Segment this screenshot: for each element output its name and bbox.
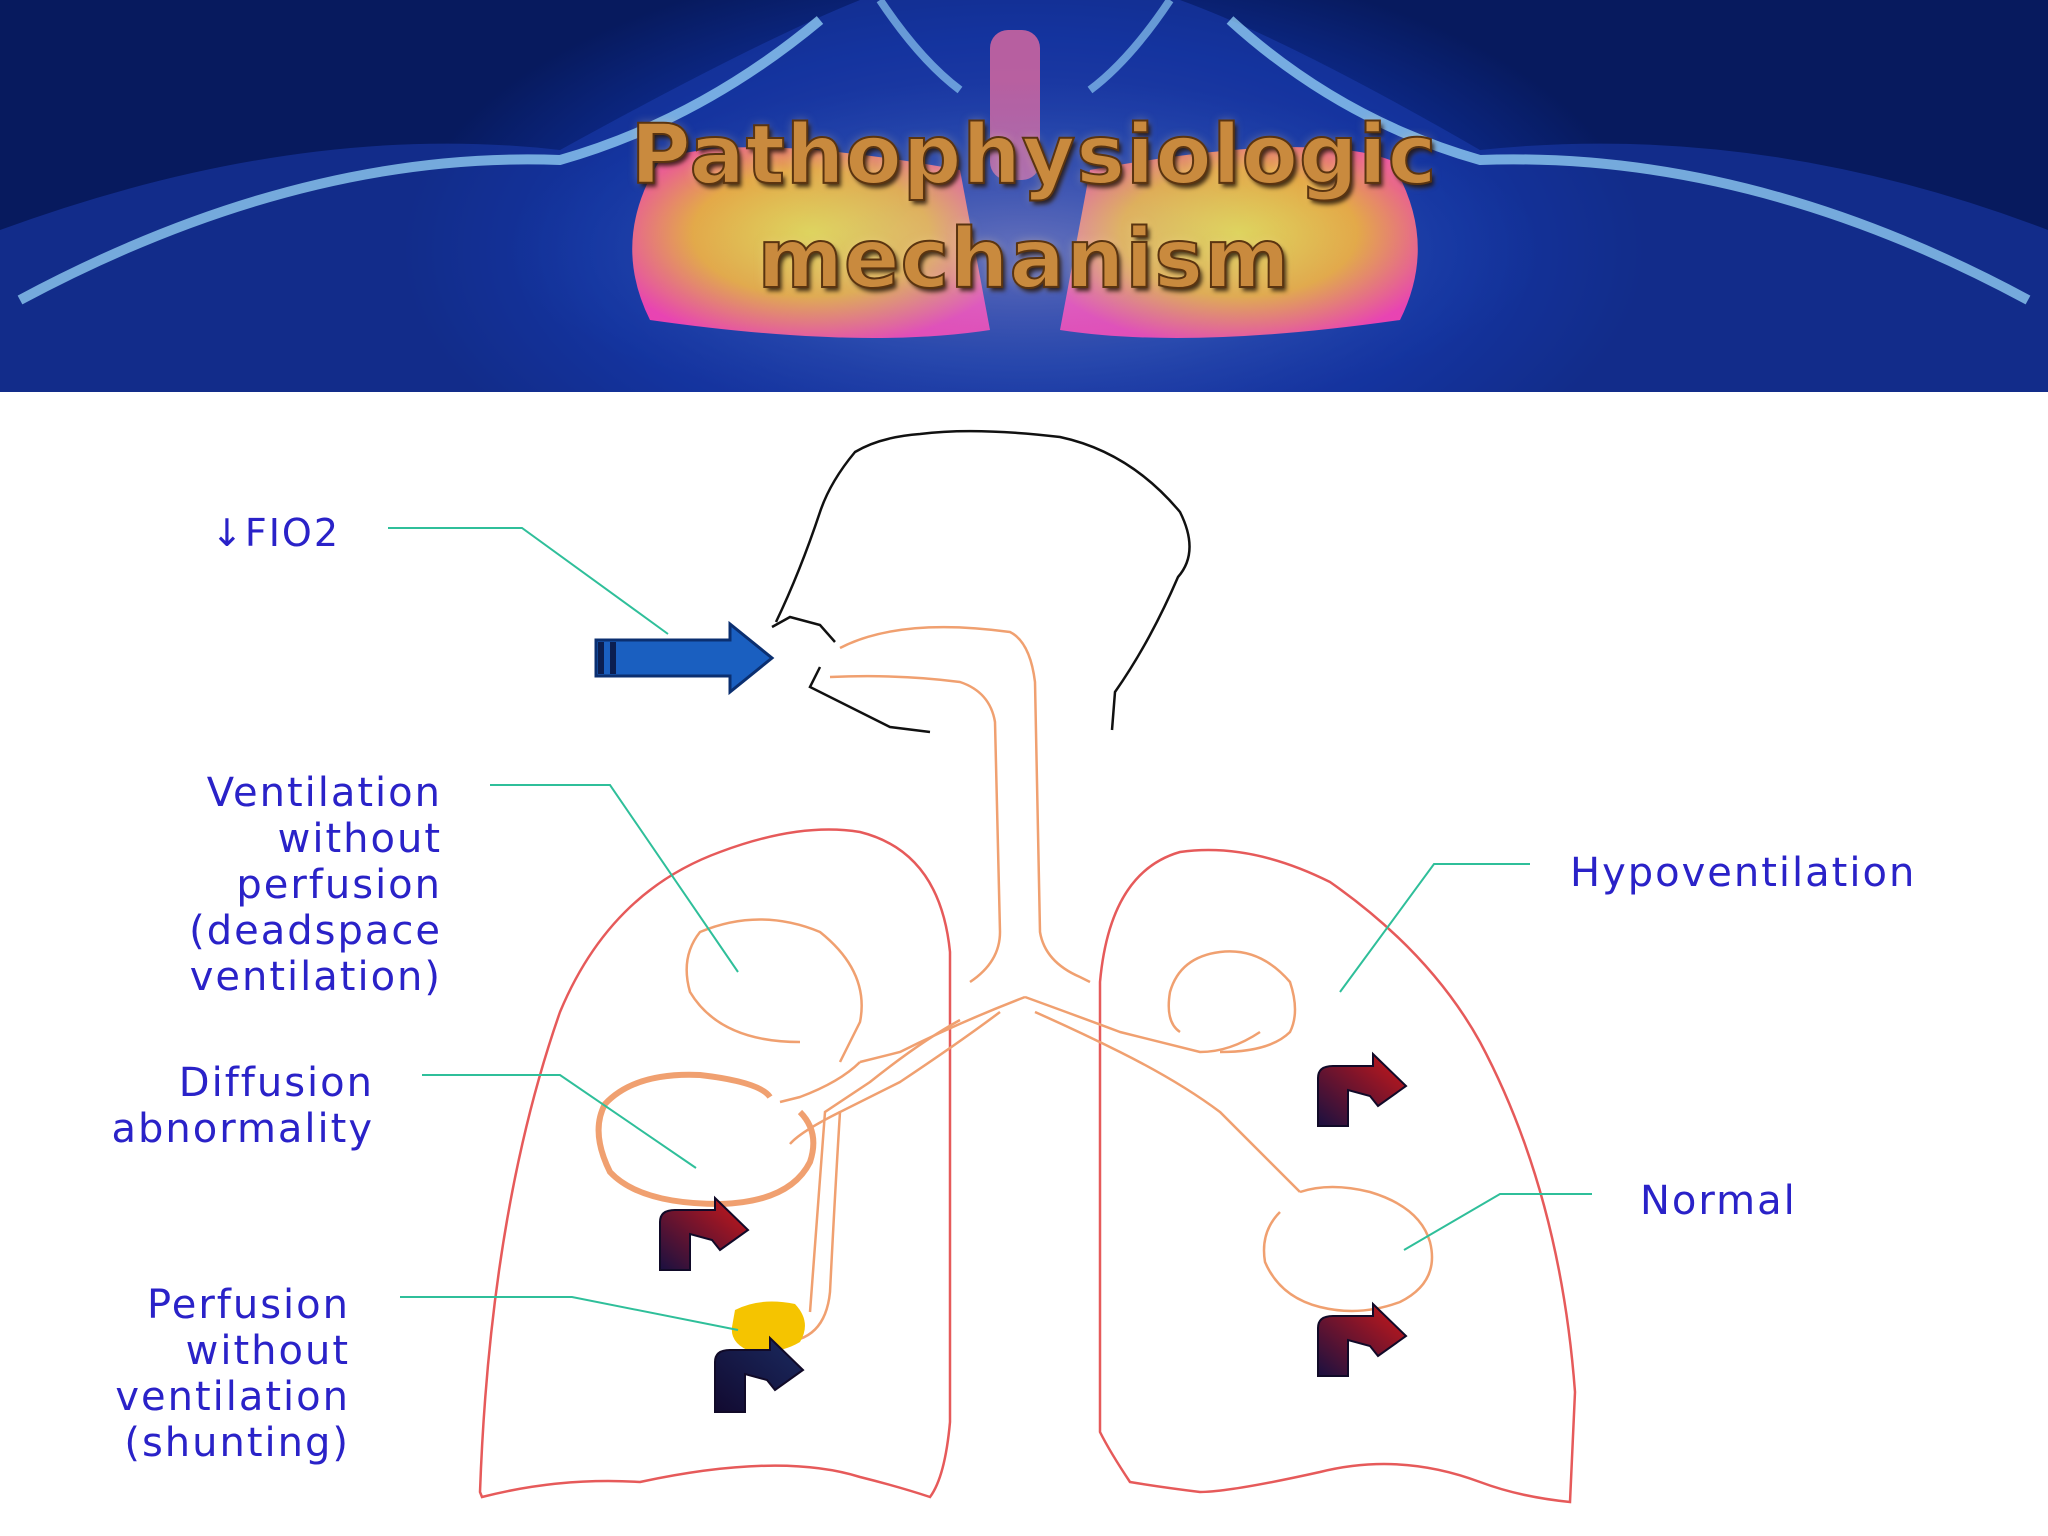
respiratory-diagram: [388, 429, 1592, 1504]
title-banner: Pathophysiologic mechanism: [0, 0, 2048, 392]
banner-title-line-2: mechanism: [756, 211, 1291, 308]
banner-title-line-1: Pathophysiologic: [630, 107, 1438, 204]
da-line-2: abnormality: [111, 1106, 374, 1152]
pwv-line-4: (shunting): [124, 1420, 350, 1466]
vwp-line-2: without: [277, 816, 442, 862]
label-normal: Normal: [1640, 1178, 1797, 1224]
da-line-1: Diffusion: [178, 1060, 374, 1106]
airway-tree: [685, 625, 1434, 1344]
right-lung-outline: [1098, 848, 1577, 1504]
label-fio2: ↓FIO2: [211, 511, 340, 555]
diffusion-alveolus: [595, 1071, 817, 1208]
label-perfusion-without-ventilation: Perfusion without ventilation (shunting): [30, 1282, 350, 1466]
vwp-line-1: Ventilation: [206, 770, 442, 816]
vwp-line-5: ventilation): [189, 954, 442, 1000]
pwv-line-3: ventilation: [115, 1374, 350, 1420]
label-diffusion-abnormality: Diffusion abnormality: [30, 1060, 374, 1152]
label-hypoventilation: Hypoventilation: [1570, 850, 1917, 896]
leader-lines: [388, 527, 1592, 1331]
head-outline: [771, 429, 1191, 734]
shunt-blob: [731, 1301, 805, 1353]
torso-illustration: [0, 0, 2048, 392]
inflow-arrow: [594, 620, 775, 696]
label-ventilation-without-perfusion: Ventilation without perfusion (deadspace…: [90, 770, 442, 1000]
pwv-line-2: without: [185, 1328, 350, 1374]
left-lung-outline: [478, 828, 952, 1499]
vwp-line-3: perfusion: [236, 862, 442, 908]
vwp-line-4: (deadspace: [189, 908, 442, 954]
perfusion-arrows: [659, 1051, 1408, 1413]
pwv-line-1: Perfusion: [147, 1282, 350, 1328]
